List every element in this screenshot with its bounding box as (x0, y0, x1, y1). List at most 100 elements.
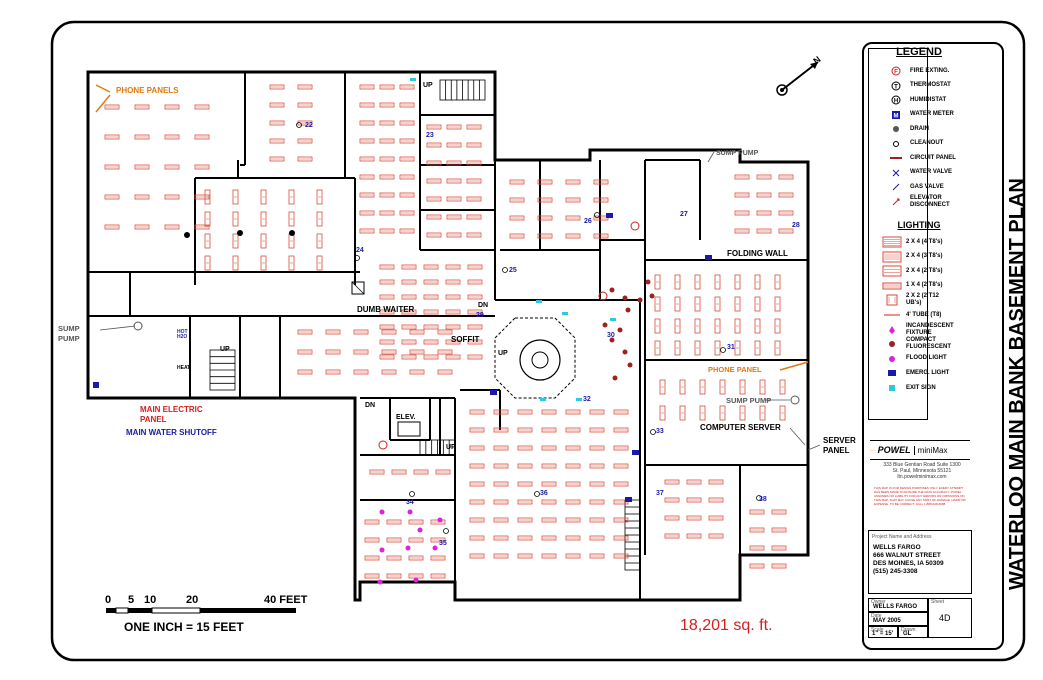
light-fixture (408, 573, 424, 579)
legend-item: CIRCUIT PANEL (886, 152, 958, 164)
light-fixture (423, 294, 439, 300)
light-fixture (269, 120, 285, 126)
light-fixture (565, 409, 581, 415)
light-fixture (204, 211, 211, 227)
tube-legend-icon (882, 310, 902, 320)
light-fixture (589, 481, 605, 487)
light-fixture (469, 445, 485, 451)
light-fixture (369, 469, 385, 475)
sump-pump-top-label: SUMP PUMP (716, 150, 759, 157)
light-fixture (754, 296, 761, 312)
sump-pump-right-label: SUMP PUMP (726, 396, 772, 405)
light-fixture (379, 192, 395, 198)
sump-pump-icon (133, 321, 143, 331)
owner-box: Owner WELLS FARGO (868, 598, 928, 612)
light-fixture (386, 519, 402, 525)
room-number: 33 (656, 428, 664, 435)
light-fixture (756, 228, 772, 234)
light-fixture (467, 309, 483, 315)
light-fixture (288, 233, 295, 249)
scale-bar (106, 607, 296, 614)
light-fixture (694, 274, 701, 290)
light-fixture (467, 324, 483, 330)
light-fixture (408, 519, 424, 525)
light-fixture (446, 232, 462, 238)
light-fixture (399, 210, 415, 216)
light-fixture (517, 445, 533, 451)
sump-pump-icon (790, 395, 800, 405)
compact-fluorescent (622, 295, 628, 301)
light-fixture (771, 527, 787, 533)
date-value: MAY 2005 (873, 618, 901, 624)
phone-panel-label: PHONE PANEL (708, 365, 762, 374)
light-fixture (401, 279, 417, 285)
emergency-light (606, 213, 613, 218)
H-legend-icon: H (886, 95, 906, 105)
light-fixture (409, 349, 425, 355)
exit-sign (536, 300, 542, 303)
stair (209, 349, 236, 391)
light-fixture (613, 409, 629, 415)
light-fixture (517, 409, 533, 415)
light-fixture (430, 555, 446, 561)
svg-text:F: F (894, 70, 898, 76)
north-arrow-icon (776, 61, 819, 96)
stair-dn-label-2: DN (365, 402, 376, 409)
light-fixture (493, 463, 509, 469)
light-fixture (565, 481, 581, 487)
flood-light (413, 577, 419, 583)
scale-value: 1" = 15' (872, 631, 894, 637)
light-fixture (269, 84, 285, 90)
light-fixture (269, 156, 285, 162)
light-fixture (379, 156, 395, 162)
exit-legend-icon (882, 383, 902, 393)
light-fixture (467, 354, 483, 360)
stair-up-label-4: UP (446, 444, 456, 451)
column (237, 230, 243, 236)
light-fixture (708, 515, 724, 521)
thermostat-icon (594, 212, 600, 218)
light-fixture (386, 537, 402, 543)
light-fixture (659, 379, 666, 395)
1x4-2-legend-icon (882, 281, 902, 291)
light-fixture (593, 233, 609, 239)
light-fixture (589, 535, 605, 541)
light-fixture (437, 329, 453, 335)
light-fixture (779, 405, 786, 421)
thermostat-icon (443, 528, 449, 534)
light-fixture (466, 160, 482, 166)
light-fixture (288, 211, 295, 227)
light-fixture (445, 309, 461, 315)
light-fixture (381, 369, 397, 375)
dumb-waiter-label: DUMB WAITER (357, 305, 415, 314)
light-fixture (686, 515, 702, 521)
legend-title: LEGEND (896, 46, 942, 58)
light-fixture (426, 178, 442, 184)
room-number: 30 (607, 332, 615, 339)
light-fixture (493, 553, 509, 559)
legend-panel (862, 42, 1004, 650)
light-fixture (565, 499, 581, 505)
stair (419, 439, 456, 456)
light-fixture (674, 296, 681, 312)
light-fixture (774, 340, 781, 356)
emergency-light (632, 450, 639, 455)
light-fixture (232, 189, 239, 205)
compact-fluorescent (637, 297, 643, 303)
compact-fluorescent (627, 362, 633, 368)
light-fixture (446, 196, 462, 202)
light-fixture (194, 134, 210, 140)
lighting-title: LIGHTING (897, 220, 941, 230)
light-fixture (164, 104, 180, 110)
light-fixture (269, 138, 285, 144)
light-fixture (593, 197, 609, 203)
light-fixture (379, 279, 395, 285)
light-fixture (297, 329, 313, 335)
column (289, 230, 295, 236)
light-fixture (774, 274, 781, 290)
light-fixture (517, 481, 533, 487)
light-fixture (104, 194, 120, 200)
light-fixture (379, 138, 395, 144)
